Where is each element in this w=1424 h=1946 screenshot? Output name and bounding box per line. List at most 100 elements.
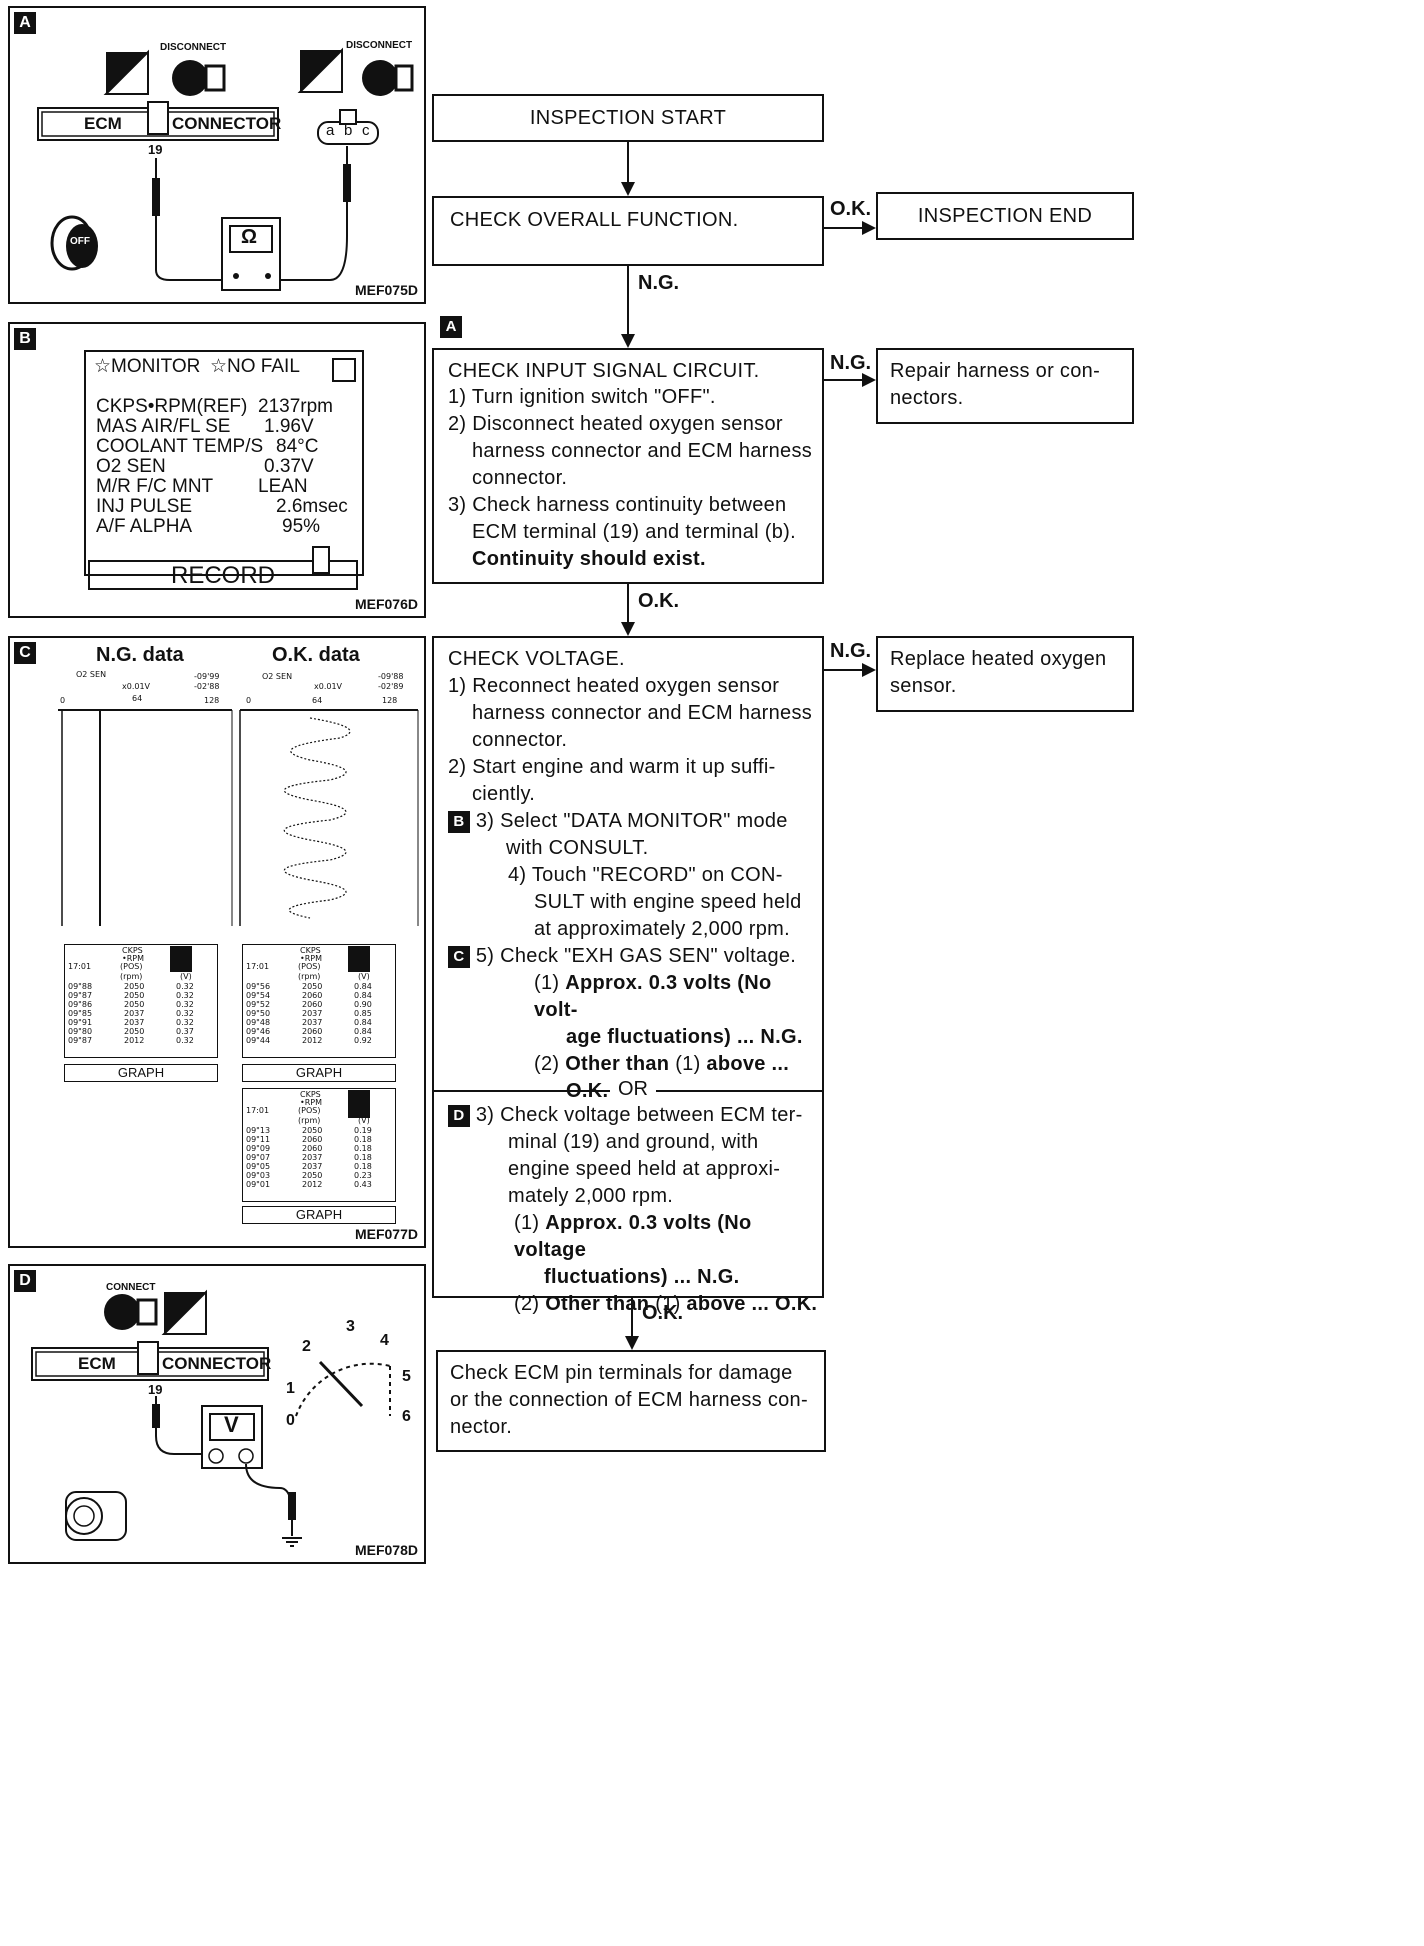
ng-head: •RPM [122,954,145,963]
volt-symbol: V [224,1412,239,1437]
cell: 0.37 [176,1027,194,1036]
cell: 09"44 [246,1036,271,1045]
cell: 09"07 [246,1153,271,1162]
figure-tag: C [14,642,36,664]
cell: 09"48 [246,1018,271,1027]
ok2-time: 17:01 [246,1106,270,1115]
figure-code: MEF076D [354,596,418,612]
step-line: 3) Check harness continuity between [448,494,787,516]
cell: 09"80 [68,1027,93,1036]
cell: 09"03 [246,1171,271,1180]
arrow-down [621,182,635,196]
cell: 2012 [302,1180,323,1189]
cell: 09"85 [68,1009,93,1018]
figure-code: MEF077D [354,1226,418,1242]
cell: 2050 [302,982,323,991]
step-line: (1) Approx. 0.3 volts (No volt- [448,970,818,1024]
ok-data-table-1 [242,944,396,1058]
connector-line [824,227,864,229]
step-line: D 3) Check voltage between ECM ter- [448,1102,818,1129]
cell: 2037 [302,1153,323,1162]
ok-table-block [348,946,370,972]
cell: 2037 [302,1018,323,1027]
final-line: nector. [450,1416,513,1438]
final-line: Check ECM pin terminals for damage [450,1362,793,1384]
arrow-down [625,1336,639,1350]
ok2-head: •RPM [300,1098,323,1107]
graph-button[interactable]: GRAPH [242,1206,396,1224]
cell: 09"52 [246,1000,271,1009]
arrow-right [862,221,876,235]
step-line: SULT with engine speed held [534,891,802,913]
ok2-head: (rpm) [298,1116,321,1125]
disconnect-label: DISCONNECT [346,40,413,51]
row-value: 1.96V [264,416,314,437]
ok-scale: x0.01V [314,682,343,691]
arrow-down [621,334,635,348]
ng-label: N.G. [638,272,680,294]
cell: 0.43 [354,1180,372,1189]
voltage-diagram [31,1289,391,1547]
gauge-mark: 3 [346,1318,355,1335]
ng-tick: 64 [132,694,143,703]
step-tag-a: A [440,316,462,338]
tag: B [448,810,470,833]
step-text: Other than [565,1053,670,1075]
graph-button[interactable]: GRAPH [64,1064,218,1082]
cell: 09"09 [246,1144,271,1153]
ecm-label: ECM [84,114,122,133]
cell: 0.84 [354,991,372,1000]
step-text: Other than [545,1293,650,1315]
gauge-mark: 1 [286,1380,295,1397]
step-line: fluctuations) ... N.G. [544,1266,740,1288]
ng-tick: 0 [60,696,66,705]
ok-data-table-2 [242,1088,396,1202]
arrow-down [621,622,635,636]
ng-data-table [64,944,218,1058]
cell: 09"05 [246,1162,271,1171]
row-value: 2137rpm [258,396,333,417]
row-value: 95% [282,516,321,537]
cell: 0.18 [354,1144,372,1153]
ok-time2: -02'89 [378,682,404,691]
cell: 0.32 [176,982,194,991]
item-num: (1) [675,1053,701,1075]
ng-head: (V) [180,972,192,981]
graph-button[interactable]: GRAPH [242,1064,396,1082]
step-line: 2) Disconnect heated oxygen sensor [448,413,783,435]
item-num: (1) [534,972,560,994]
step-line: B 3) Select "DATA MONITOR" mode [448,808,818,835]
ng-head: (rpm) [120,972,143,981]
inspection-start-box: INSPECTION START [432,94,824,142]
cell: 2050 [124,991,145,1000]
cell: 09"87 [68,991,93,1000]
figure-d-voltage-check: D CONNECT ECM CONNECTOR 19 [8,1264,426,1564]
record-button[interactable]: RECORD [88,560,358,590]
ok1-head: (V) [358,972,370,981]
connect-label: CONNECT [106,1282,156,1293]
step-line: minal (19) and ground, with [508,1131,759,1153]
connector-line [627,142,629,182]
step-line: with CONSULT. [506,837,649,859]
cell: 2012 [302,1036,323,1045]
figure-c-graph-data: C N.G. data O.K. data O2 SEN x0.01V -09'… [8,636,426,1248]
ok1-head: (rpm) [298,972,321,981]
step-title: CHECK INPUT SIGNAL CIRCUIT. [448,360,760,382]
step-text: Approx. 0.3 volts (No voltage [514,1212,752,1261]
ok-tick: 64 [312,696,323,705]
item-num: (2) [534,1053,560,1075]
step-line: (2) Other than (1) above ... [448,1051,818,1078]
cell: 09"11 [246,1135,271,1144]
row-name: CKPS•RPM(REF) [96,396,248,417]
monitor-screen [84,350,364,576]
inspection-end: INSPECTION END [917,205,1093,227]
ok-tick: 128 [382,696,398,705]
cell: 0.23 [354,1171,372,1180]
row-name: O2 SEN [96,456,166,477]
figure-b-data-monitor: B ☆MONITOR ☆NO FAIL CKPS•RPM(REF)2137rpm… [8,322,426,618]
ng-head: (POS) [120,962,143,971]
figure-a-ecm-continuity: A DISCONNECT DISCONNECT [8,6,426,304]
step-line: connector. [472,729,568,751]
